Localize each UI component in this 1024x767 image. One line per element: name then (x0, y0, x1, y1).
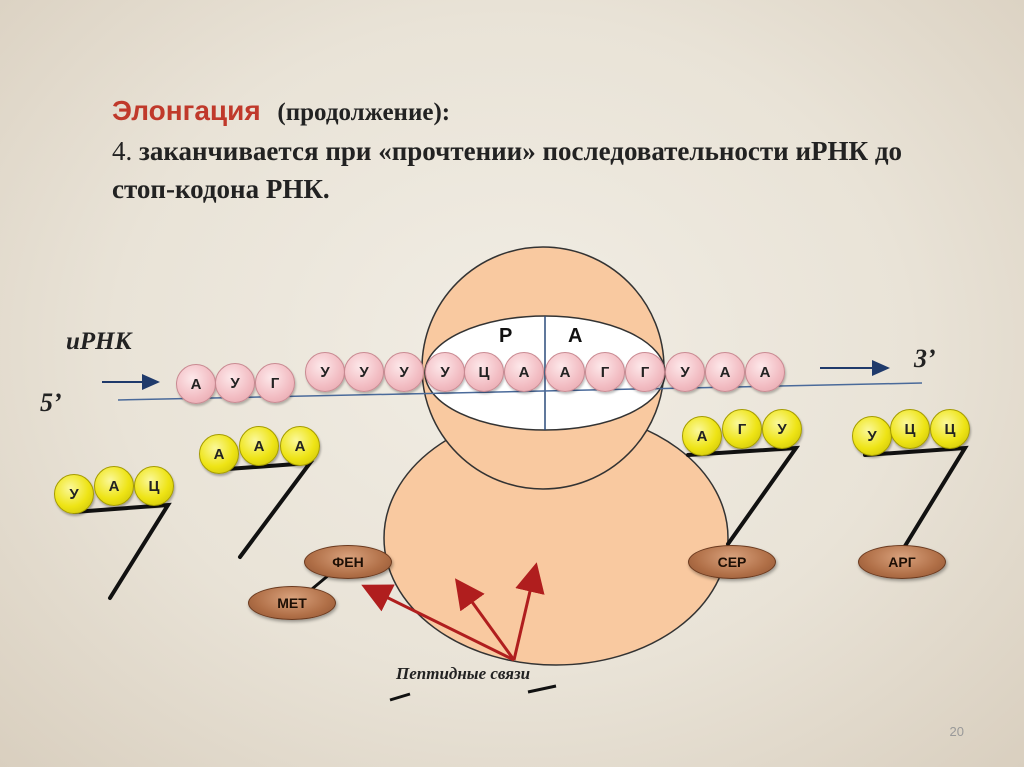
mrna-nucleotide: Г (255, 363, 295, 403)
site-p-label: Р (499, 325, 513, 347)
mrna-nucleotide: А (705, 352, 745, 392)
mrna-nucleotide: У (425, 352, 465, 392)
caption-dash-left (389, 692, 411, 702)
anticodon-base: А (199, 434, 239, 474)
peptide-arrow-2 (454, 578, 516, 661)
amino-acid-fen: ФЕН (304, 545, 392, 579)
amino-acid-arg: АРГ (858, 545, 946, 579)
peptide-arrow-3 (512, 562, 545, 661)
mrna-nucleotide: Г (625, 352, 665, 392)
title-continuation: (продолжение): (277, 99, 451, 126)
anticodon-base: У (54, 474, 94, 514)
title-heading: Элонгация (112, 95, 261, 126)
anticodon-base: Ц (930, 409, 970, 449)
peptide-bonds-caption: Пептидные связи (396, 664, 531, 683)
peptide-arrow-1 (361, 584, 515, 662)
three-prime-label: 3’ (914, 344, 936, 373)
anticodon-base: У (852, 416, 892, 456)
item-text: заканчивается при «прочтении» последоват… (112, 136, 902, 204)
title-block: Элонгация (продолжение): 4. заканчиваетс… (112, 92, 932, 208)
mrna-nucleotide: У (305, 352, 345, 392)
page-number: 20 (949, 724, 964, 739)
anticodon-base: А (94, 466, 134, 506)
mrna-label: иРНК (66, 328, 132, 355)
trna-3-stem (686, 445, 801, 546)
anticodon-base: А (239, 426, 279, 466)
anticodon-base: А (682, 416, 722, 456)
trna-1-stem (72, 502, 172, 600)
five-prime-label: 5’ (40, 388, 62, 417)
caption-dash-right (527, 684, 557, 694)
item-number: 4. (112, 136, 133, 166)
mrna-nucleotide: У (665, 352, 705, 392)
mrna-nucleotide: А (745, 352, 785, 392)
amino-acid-ser: СЕР (688, 545, 776, 579)
anticodon-base: Ц (890, 409, 930, 449)
mrna-nucleotide: Г (585, 352, 625, 392)
mrna-nucleotide: У (344, 352, 384, 392)
trna-4-stem (863, 445, 969, 548)
mrna-nucleotide: А (504, 352, 544, 392)
anticodon-base: У (762, 409, 802, 449)
mrna-nucleotide: У (384, 352, 424, 392)
mrna-nucleotide: А (545, 352, 585, 392)
mrna-nucleotide: А (176, 364, 216, 404)
amino-acid-met: МЕТ (248, 586, 336, 620)
anticodon-base: А (280, 426, 320, 466)
anticodon-base: Г (722, 409, 762, 449)
anticodon-base: Ц (134, 466, 174, 506)
mrna-nucleotide: У (215, 363, 255, 403)
site-a-label: А (568, 325, 583, 347)
trna-2-stem (212, 460, 315, 559)
mrna-nucleotide: Ц (464, 352, 504, 392)
